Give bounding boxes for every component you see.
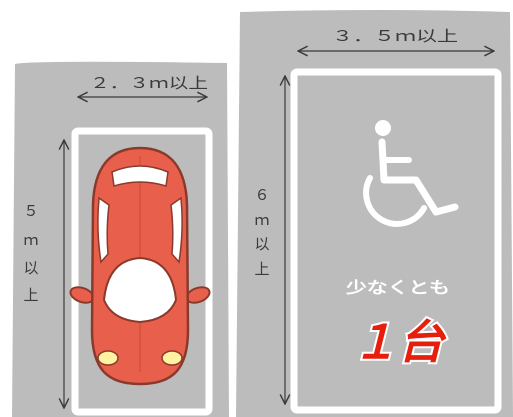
standard-width-label: ２．３ｍ以上 [90, 74, 208, 92]
accessible-space-count: １台 [352, 315, 447, 369]
svg-text:６: ６ [254, 186, 269, 204]
svg-text:以: 以 [254, 235, 269, 253]
standard-length-label: ５ ｍ 以 上 [23, 202, 38, 304]
wheelchair-icon [363, 120, 459, 227]
car-top-view-icon [69, 146, 211, 386]
standard-space-lines [71, 127, 213, 416]
svg-text:ｍ: ｍ [254, 211, 269, 229]
accessible-length-label: ６ ｍ 以 上 [254, 186, 269, 278]
svg-text:５: ５ [23, 202, 38, 220]
standard-parking-space: ２．３ｍ以上 ５ ｍ 以 上 [12, 61, 229, 417]
accessible-width-label: ３．５ｍ以上 [332, 27, 458, 45]
accessible-space-lines [290, 68, 502, 414]
svg-text:ｍ: ｍ [23, 231, 38, 249]
svg-text:以: 以 [23, 259, 38, 277]
svg-text:上: 上 [23, 286, 38, 304]
accessible-parking-space: ３．５ｍ以上 ６ ｍ 以 上 少なくとも １台 [236, 10, 513, 417]
minimum-note-label: 少なくとも [345, 278, 450, 297]
svg-text:上: 上 [254, 260, 269, 278]
